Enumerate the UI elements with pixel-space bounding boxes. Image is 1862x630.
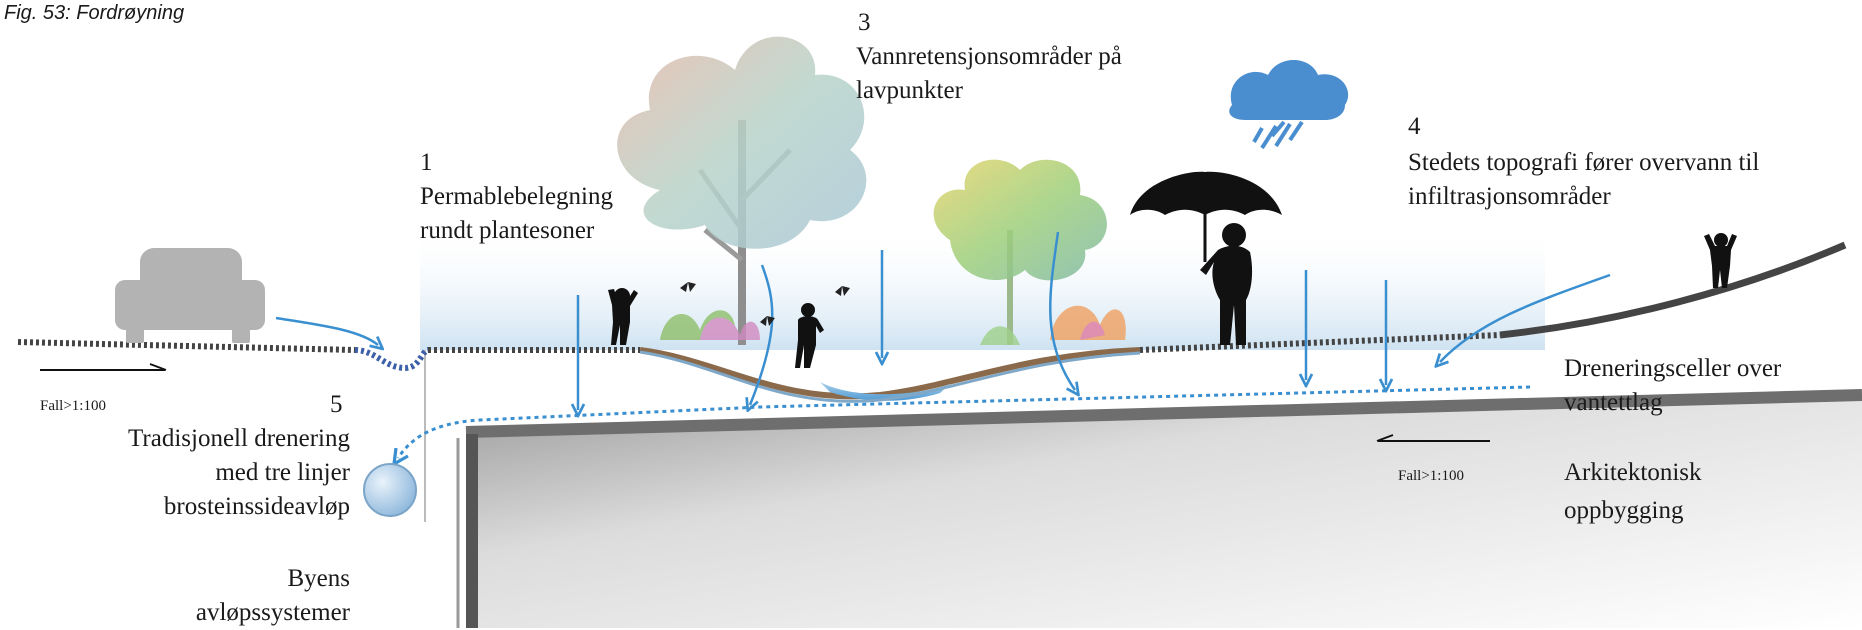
fall-arrow-right [1376,434,1490,442]
label-retention-line1: Vannretensjonsområder på [856,43,1122,70]
hill-slope [1499,241,1847,339]
label-traditional-drainage-line1: Tradisjonell drenering [128,425,350,452]
label-drainage-cells-line1: Dreneringsceller over [1564,355,1782,382]
ground-line-right [1139,332,1501,353]
label-fall-right: Fall>1:100 [1398,468,1464,484]
person-icon [1200,223,1253,345]
label-city-sewer-line2: avløpssystemer [195,599,350,626]
child-icon [795,303,824,368]
label-fall-left: Fall>1:100 [40,398,106,414]
rain-arrow-group [578,250,1386,410]
fall-arrow-left [40,363,167,371]
child-icon [1704,233,1737,288]
drain-pipe-icon [363,463,417,517]
drainage-cell-line [398,385,1531,458]
butterfly-icon [680,282,850,326]
label-permeable-paving-line1: Permablebelegning [420,183,613,210]
plant-bed [660,305,1126,345]
building-roof-line [465,389,1862,438]
tree-icon [933,159,1107,345]
tree-icon [617,36,867,345]
label-number-1: 1 [420,149,433,176]
label-number-4: 4 [1408,113,1421,140]
ground-line-left [17,339,356,353]
car-icon [115,248,265,343]
label-retention-line2: lavpunkter [856,77,963,104]
label-number-5: 5 [330,391,343,418]
retention-water [820,382,950,401]
label-traditional-drainage-line2: med tre linjer [215,459,350,486]
label-topography-line2: infiltrasjonsområder [1408,183,1611,210]
label-drainage-cells-line2: vantettlag [1564,389,1663,416]
label-traditional-drainage-line3: brosteinssideavløp [163,493,350,520]
label-permeable-paving-line2: rundt plantesoner [420,217,595,244]
umbrella-icon [1130,171,1282,262]
label-number-3: 3 [858,9,871,36]
label-topography-line1: Stedets topografi fører overvann til [1408,149,1760,176]
label-architectural-line2: oppbygging [1564,497,1684,524]
gutter-dip [354,347,430,372]
figure-caption: Fig. 53: Fordrøyning [4,2,185,24]
child-icon [608,288,638,345]
label-city-sewer-line1: Byens [287,565,351,592]
building-structure [466,395,1862,628]
basin-liner [639,350,1141,403]
rain-cloud-icon [1229,60,1349,150]
label-architectural-line1: Arkitektonisk [1564,459,1702,486]
